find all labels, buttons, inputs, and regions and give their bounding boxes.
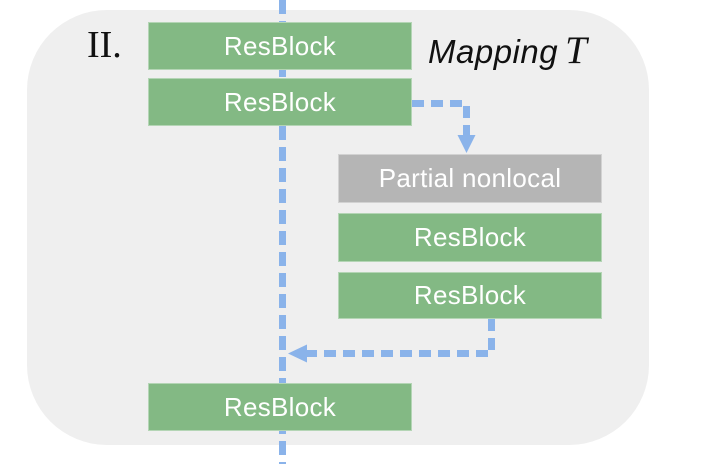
partial-nonlocal-block: Partial nonlocal <box>338 154 602 203</box>
resblock-right-1: ResBlock <box>338 213 602 262</box>
mapping-title: Mapping T <box>428 28 587 73</box>
resblock-right-2: ResBlock <box>338 272 602 319</box>
arrow-return-line <box>307 319 495 357</box>
resblock-left-2: ResBlock <box>148 78 412 126</box>
resblock-left-1: ResBlock <box>148 22 412 70</box>
mapping-title-text: Mapping <box>428 33 559 70</box>
arrowhead-left-icon <box>288 344 307 363</box>
mapping-script-t-symbol: T <box>565 29 587 72</box>
arrow-to-partial-nonlocal-line <box>412 100 470 135</box>
arrowhead-down-icon <box>457 135 476 153</box>
panel-label: II. <box>87 24 122 66</box>
resblock-bottom: ResBlock <box>148 383 412 431</box>
